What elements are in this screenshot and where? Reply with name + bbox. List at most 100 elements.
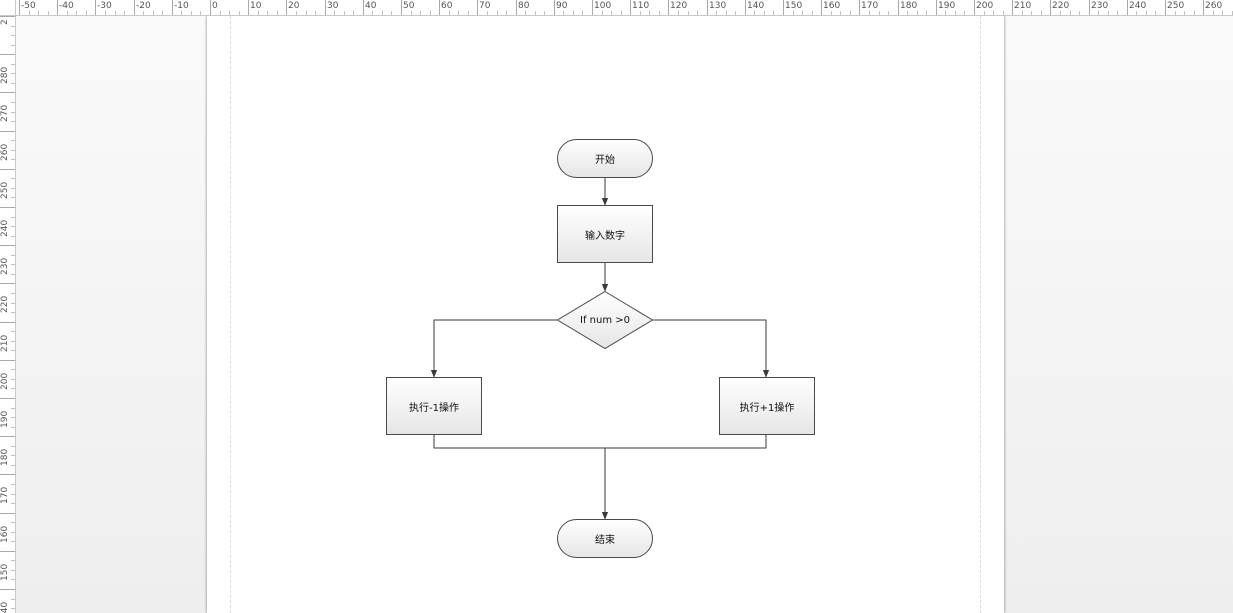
connector-decision-to-minus[interactable] <box>430 319 557 378</box>
ruler-major-tick <box>1127 0 1128 15</box>
end-label: 结束 <box>595 535 615 546</box>
ruler-major-tick <box>974 0 975 15</box>
ruler-label: 240 <box>0 219 10 237</box>
ruler-minor-tick <box>11 140 15 141</box>
ruler-major-tick <box>439 0 440 15</box>
ruler-minor-tick <box>143 11 144 15</box>
ruler-minor-tick <box>430 11 431 15</box>
ruler-minor-tick <box>11 541 15 542</box>
ruler-label: 180 <box>900 1 918 11</box>
ruler-label: 170 <box>861 1 879 11</box>
ruler-major-tick <box>668 0 669 15</box>
ruler-label: 200 <box>0 372 10 390</box>
ruler-major-tick <box>707 0 708 15</box>
ruler-minor-tick <box>11 369 15 370</box>
ruler-label: 190 <box>0 410 10 428</box>
ruler-major-tick <box>0 513 15 514</box>
shapes <box>386 139 815 558</box>
ruler-label: 260 <box>1205 1 1223 11</box>
ruler-label: 240 <box>1129 1 1147 11</box>
ruler-minor-tick <box>229 11 230 15</box>
ruler-label: 140 <box>747 1 765 11</box>
start-terminator-shape[interactable] <box>557 139 653 178</box>
decision-label: If num >0 <box>580 314 630 326</box>
ruler-major-tick <box>821 0 822 15</box>
ruler-minor-tick <box>11 599 15 600</box>
ruler-major-tick <box>0 92 15 93</box>
ruler-minor-tick <box>640 11 641 15</box>
ruler-major-tick <box>1012 0 1013 15</box>
ruler-minor-tick <box>306 11 307 15</box>
ruler-label: -10 <box>174 1 189 11</box>
ruler-minor-tick <box>391 11 392 15</box>
connector-plus-to-merge[interactable] <box>605 434 767 449</box>
ruler-label: 180 <box>0 448 10 466</box>
decision-shape[interactable] <box>556 290 654 350</box>
ruler-minor-tick <box>487 11 488 15</box>
ruler-minor-tick <box>1070 11 1071 15</box>
ruler-major-tick <box>898 0 899 15</box>
connector-minus-to-merge[interactable] <box>433 434 605 449</box>
ruler-major-tick <box>745 0 746 15</box>
ruler-minor-tick <box>11 264 15 265</box>
ruler-major-tick <box>1165 0 1166 15</box>
ruler-minor-tick <box>735 11 736 15</box>
ruler-label: 50 <box>403 1 415 11</box>
ruler-major-tick <box>248 0 249 15</box>
ruler-label: 2 <box>0 19 10 25</box>
ruler-minor-tick <box>812 11 813 15</box>
ruler-minor-tick <box>11 379 15 380</box>
ruler-minor-tick <box>11 341 15 342</box>
ruler-minor-tick <box>1136 11 1137 15</box>
ruler-label: -30 <box>97 1 112 11</box>
input-process-shape[interactable] <box>557 205 653 263</box>
ruler-major-tick <box>936 0 937 15</box>
ruler-minor-tick <box>1155 11 1156 15</box>
ruler-label: 120 <box>670 1 688 11</box>
ruler-label: 250 <box>1167 1 1185 11</box>
ruler-minor-tick <box>11 274 15 275</box>
ruler-minor-tick <box>334 11 335 15</box>
ruler-minor-tick <box>11 26 15 27</box>
ruler-major-tick <box>363 0 364 15</box>
minus-process-shape[interactable] <box>386 377 482 435</box>
ruler-minor-tick <box>11 188 15 189</box>
ruler-minor-tick <box>1041 11 1042 15</box>
ruler-minor-tick <box>602 11 603 15</box>
ruler-minor-tick <box>888 11 889 15</box>
ruler-major-tick <box>554 0 555 15</box>
plus-label: 执行+1操作 <box>739 402 795 414</box>
ruler-minor-tick <box>468 11 469 15</box>
ruler-label: 100 <box>594 1 612 11</box>
ruler-minor-tick <box>917 11 918 15</box>
ruler-minor-tick <box>11 35 15 36</box>
connectors <box>430 177 770 520</box>
ruler-label: 210 <box>1014 1 1032 11</box>
ruler-label: 140 <box>0 601 10 613</box>
end-terminator-shape[interactable] <box>557 519 653 558</box>
ruler-minor-tick <box>11 150 15 151</box>
ruler-minor-tick <box>716 11 717 15</box>
ruler-label: 30 <box>327 1 339 11</box>
page-margin-left <box>230 16 231 613</box>
plus-process-shape[interactable] <box>719 377 815 435</box>
ruler-minor-tick <box>1022 11 1023 15</box>
ruler-major-tick <box>0 474 15 475</box>
ruler-major-tick <box>0 207 15 208</box>
connector-decision-to-plus[interactable] <box>652 319 770 378</box>
ruler-label: 10 <box>250 1 262 11</box>
ruler-label: 230 <box>0 257 10 275</box>
ruler-label: 260 <box>0 143 10 161</box>
ruler-minor-tick <box>11 455 15 456</box>
ruler-minor-tick <box>181 11 182 15</box>
ruler-minor-tick <box>11 178 15 179</box>
ruler-minor-tick <box>344 11 345 15</box>
ruler-major-tick <box>286 0 287 15</box>
ruler-minor-tick <box>659 11 660 15</box>
ruler-minor-tick <box>296 11 297 15</box>
ruler-minor-tick <box>162 11 163 15</box>
ruler-label: 80 <box>518 1 530 11</box>
ruler-minor-tick <box>11 73 15 74</box>
